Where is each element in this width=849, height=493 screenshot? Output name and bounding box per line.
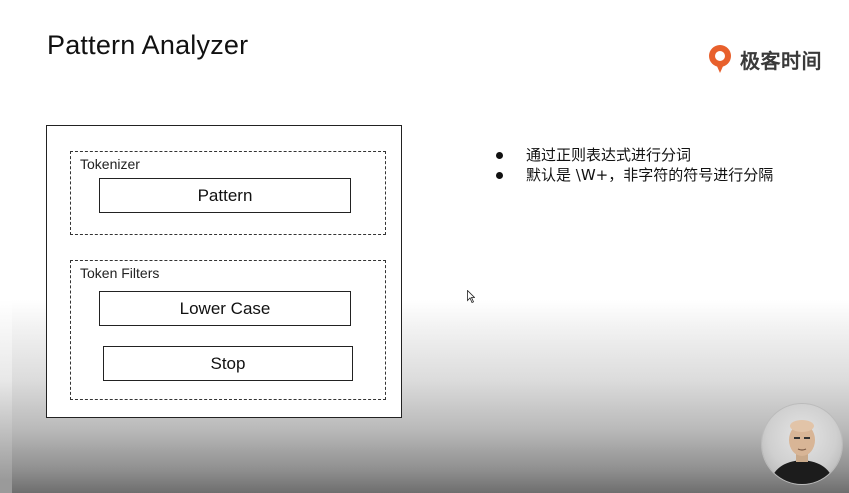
analyzer-diagram: Tokenizer Pattern Token Filters Lower Ca… xyxy=(46,125,402,418)
brand-logo-text: 极客时间 xyxy=(740,48,822,73)
token-filters-group-label: Token Filters xyxy=(80,265,160,281)
tokenizer-group-label: Tokenizer xyxy=(80,156,140,172)
bullet-item: 通过正则表达式进行分词 xyxy=(494,145,773,165)
brand-logo: 极客时间 xyxy=(706,44,822,74)
stop-filter-box: Stop xyxy=(103,346,353,381)
pattern-tokenizer-box: Pattern xyxy=(99,178,351,213)
mouse-cursor-icon xyxy=(467,290,475,303)
presenter-video xyxy=(762,404,842,484)
bullet-list: 通过正则表达式进行分词 默认是 \W+，非字符的符号进行分隔 xyxy=(494,145,773,185)
tokenizer-group: Tokenizer xyxy=(70,151,386,235)
presenter-avatar-icon xyxy=(770,420,834,484)
left-edge-shadow xyxy=(0,0,12,493)
geekbang-logo-icon xyxy=(709,45,731,73)
lower-case-filter-box: Lower Case xyxy=(99,291,351,326)
token-filters-group: Token Filters xyxy=(70,260,386,400)
slide-title: Pattern Analyzer xyxy=(47,30,249,60)
bullet-item: 默认是 \W+，非字符的符号进行分隔 xyxy=(494,165,773,185)
